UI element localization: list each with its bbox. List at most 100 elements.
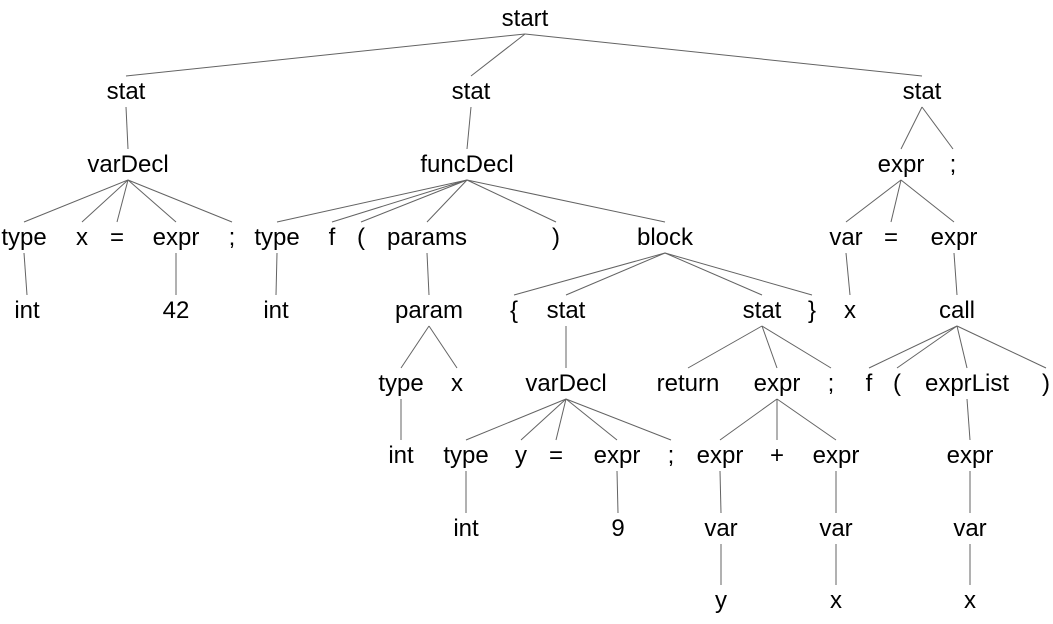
tree-node-stat3: stat — [902, 78, 942, 105]
tree-edge — [890, 179, 902, 223]
tree-edge — [687, 325, 763, 369]
tree-edge — [524, 33, 923, 77]
tree-node-int4: int — [453, 515, 479, 542]
tree-node-var_a: var — [829, 224, 863, 251]
tree-edge — [921, 106, 954, 150]
tree-node-semi_a: ; — [949, 151, 957, 178]
tree-node-lbrace: { — [509, 297, 519, 324]
tree-edge — [664, 252, 763, 296]
tree-edge — [664, 252, 813, 296]
tree-edge — [470, 33, 526, 77]
tree-node-var2: var — [819, 515, 853, 542]
tree-node-plus1: + — [769, 442, 785, 469]
tree-node-stat2: stat — [451, 78, 491, 105]
tree-edge — [466, 179, 557, 223]
tree-node-num9: 9 — [611, 515, 625, 542]
tree-node-expr3: expr — [593, 442, 641, 469]
tree-node-lparen1: ( — [357, 224, 365, 251]
tree-node-var1: var — [704, 515, 738, 542]
tree-edge — [845, 179, 902, 223]
tree-edge — [331, 179, 468, 223]
tree-node-varDecl2: varDecl — [525, 370, 607, 397]
tree-edge — [719, 398, 778, 441]
tree-node-var3: var — [953, 515, 987, 542]
tree-node-y2: y — [715, 587, 727, 614]
tree-edge — [81, 179, 129, 223]
tree-node-expr_a: expr — [877, 151, 925, 178]
tree-edge — [565, 252, 666, 296]
tree-node-eq2: = — [548, 442, 564, 469]
tree-edge — [428, 325, 458, 369]
tree-node-rparen1: ) — [552, 224, 560, 251]
tree-node-varDecl1: varDecl — [87, 151, 169, 178]
tree-node-type4: type — [443, 442, 489, 469]
tree-edge — [555, 398, 567, 441]
tree-node-params: params — [386, 224, 468, 251]
tree-node-lparen2: ( — [893, 370, 901, 397]
tree-node-stat4: stat — [546, 297, 586, 324]
tree-edge — [127, 179, 177, 223]
tree-node-expr6: expr — [946, 442, 994, 469]
tree-node-rparen2: ) — [1042, 370, 1050, 397]
tree-node-semi3: ; — [667, 442, 675, 469]
tree-node-x4: x — [964, 587, 976, 614]
tree-edge — [360, 179, 468, 223]
tree-edge — [868, 325, 958, 369]
tree-edge — [565, 398, 618, 441]
tree-edge — [466, 179, 666, 223]
tree-node-call: call — [938, 297, 976, 324]
tree-edge — [466, 106, 472, 150]
tree-edge — [719, 470, 722, 514]
tree-node-type2: type — [254, 224, 300, 251]
tree-node-int1: int — [14, 297, 40, 324]
tree-edge — [426, 179, 468, 223]
tree-edge — [116, 179, 129, 223]
tree-edge — [966, 398, 971, 441]
tree-edge — [125, 33, 526, 77]
tree-node-return1: return — [656, 370, 720, 397]
tree-edge — [776, 398, 837, 441]
tree-edge — [520, 398, 567, 441]
tree-edge — [465, 398, 567, 441]
tree-edge — [276, 179, 468, 223]
tree-edge — [127, 179, 233, 223]
tree-edge — [565, 398, 672, 441]
tree-edge — [900, 179, 955, 223]
tree-node-x3: x — [830, 587, 842, 614]
tree-node-f2: f — [865, 370, 873, 397]
tree-edge — [896, 325, 958, 369]
tree-node-f1: f — [328, 224, 336, 251]
tree-node-stat5: stat — [742, 297, 782, 324]
tree-edge — [23, 252, 28, 296]
tree-edge — [426, 252, 430, 296]
tree-node-y1: y — [515, 442, 527, 469]
tree-node-type3: type — [378, 370, 424, 397]
tree-node-expr5: expr — [812, 442, 860, 469]
tree-node-semi2: ; — [827, 370, 835, 397]
tree-edge — [953, 252, 958, 296]
tree-node-expr_b: expr — [930, 224, 978, 251]
tree-node-int2: int — [263, 297, 289, 324]
tree-edge — [761, 325, 778, 369]
tree-node-int3: int — [388, 442, 414, 469]
tree-node-x1: x — [76, 224, 88, 251]
tree-node-expr1: expr — [152, 224, 200, 251]
tree-edge — [275, 252, 278, 296]
tree-node-expr4: expr — [696, 442, 744, 469]
tree-node-semi1: ; — [228, 224, 236, 251]
tree-edge — [616, 470, 619, 514]
tree-edge — [956, 325, 1047, 369]
tree-node-type1: type — [1, 224, 47, 251]
tree-node-eq_a: = — [883, 224, 899, 251]
tree-node-stat1: stat — [106, 78, 146, 105]
tree-edge — [400, 325, 430, 369]
tree-node-num42: 42 — [162, 297, 190, 324]
tree-node-eq1: = — [109, 224, 125, 251]
tree-node-block: block — [636, 224, 694, 251]
tree-node-rbrace: } — [807, 297, 817, 324]
tree-edge — [23, 179, 129, 223]
tree-edge — [845, 252, 851, 296]
